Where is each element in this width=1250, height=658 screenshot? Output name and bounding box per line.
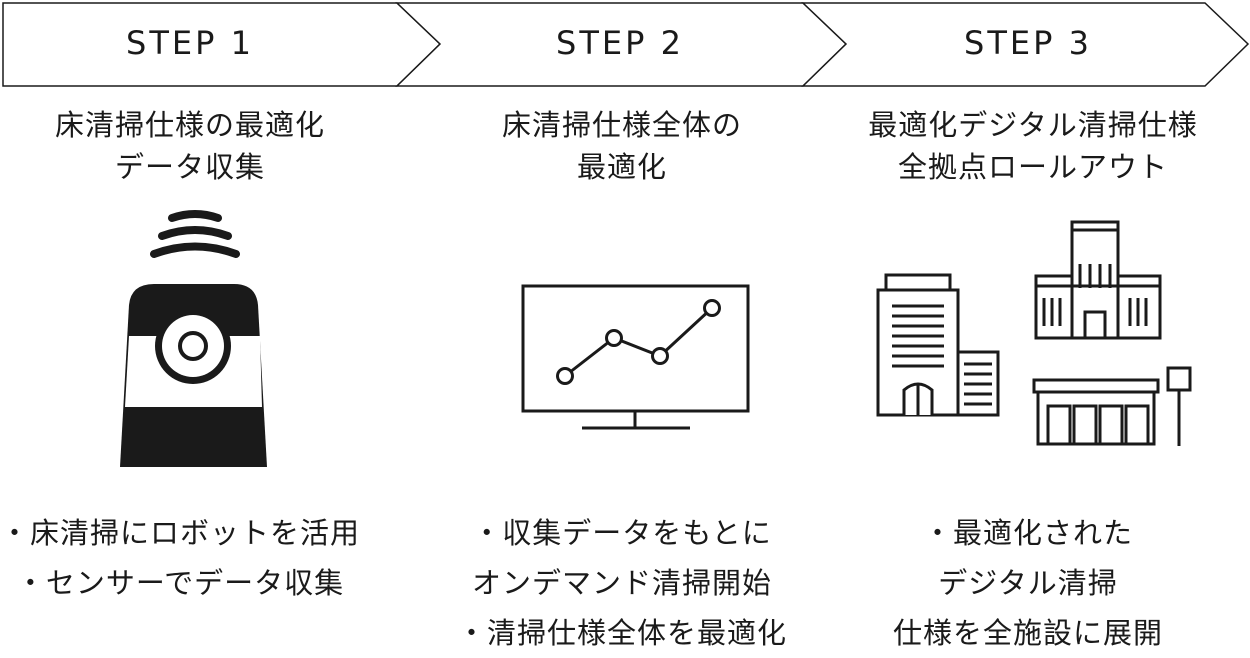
step-2-title-line: 最適化 xyxy=(576,150,667,184)
step-3-title-line: 全拠点ロールアウト xyxy=(897,150,1168,184)
step-1-title: 床清掃仕様の最適化 データ収集 xyxy=(0,104,380,188)
step-3-bullet: デジタル清掃 xyxy=(938,566,1118,600)
cleaning-robot-icon xyxy=(120,210,267,467)
step-2-bullets: ・収集データをもとに オンデマンド清掃開始 ・清掃仕様全体を最適化 xyxy=(412,508,832,658)
step-2-bullet: ・清掃仕様全体を最適化 xyxy=(456,616,787,650)
step-3-arrow xyxy=(801,2,1250,87)
step-1-label: STEP 1 xyxy=(126,24,254,62)
step-1-title-line: データ収集 xyxy=(114,150,265,184)
monitor-line-chart-icon xyxy=(521,284,750,430)
office-building-icon xyxy=(876,273,1000,417)
step-2-label: STEP 2 xyxy=(556,24,684,62)
step-1-bullet: ・床清掃にロボットを活用 xyxy=(0,516,360,550)
buildings-icon xyxy=(876,220,1192,446)
step-1-bullet: ・センサーでデータ収集 xyxy=(15,566,345,600)
step-3-label: STEP 3 xyxy=(964,24,1092,62)
step-arrows xyxy=(2,2,1250,87)
step-2-title-line: 床清掃仕様全体の xyxy=(501,108,742,142)
step-2-bullet: ・収集データをもとに xyxy=(472,516,772,550)
step-2-bullet: オンデマンド清掃開始 xyxy=(471,566,772,600)
tall-building-icon xyxy=(1034,220,1162,340)
step-3-title-line: 最適化デジタル清掃仕様 xyxy=(868,108,1198,142)
step-1-bullets: ・床清掃にロボットを活用 ・センサーでデータ収集 xyxy=(0,508,390,608)
step-2-title: 床清掃仕様全体の 最適化 xyxy=(432,104,812,188)
step-1-title-line: 床清掃仕様の最適化 xyxy=(54,108,325,142)
step-3-bullet: ・最適化された xyxy=(922,516,1133,550)
step-3-title: 最適化デジタル清掃仕様 全拠点ロールアウト xyxy=(843,104,1223,188)
step-3-bullet: 仕様を全施設に展開 xyxy=(892,616,1163,650)
step-3-bullets: ・最適化された デジタル清掃 仕様を全施設に展開 xyxy=(818,508,1238,658)
store-building-icon xyxy=(1032,366,1192,446)
